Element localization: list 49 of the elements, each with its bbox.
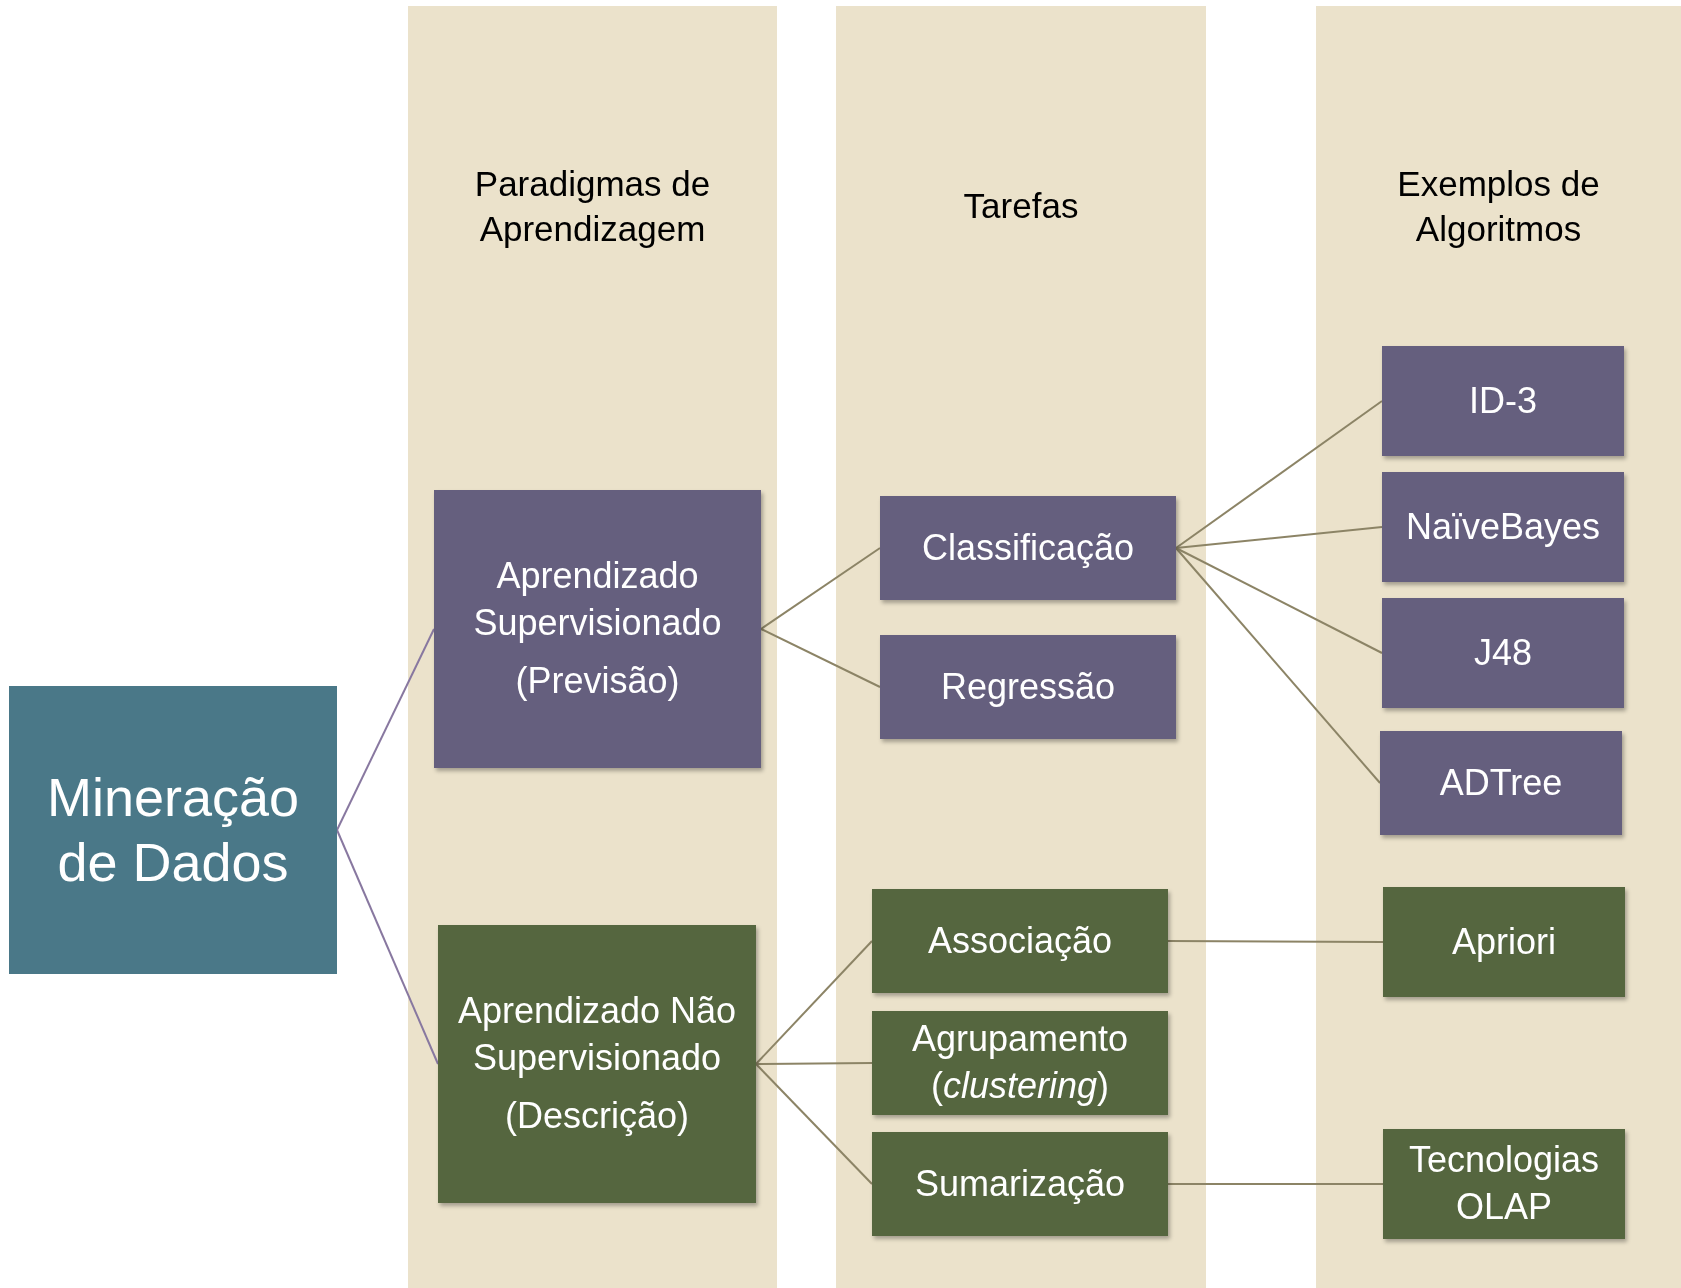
connector-line: [760, 628, 881, 688]
box-label: Associação: [927, 918, 1113, 963]
column-band: [1316, 6, 1681, 1288]
category-box: [1382, 472, 1624, 582]
category-box: [880, 635, 1176, 739]
category-box: [9, 686, 337, 974]
category-box: [438, 925, 756, 1203]
connector-line: [755, 940, 873, 1065]
box-label: Classificação: [921, 525, 1135, 570]
column-band: [408, 6, 777, 1288]
box-label: Regressão: [940, 664, 1116, 709]
category-box: [872, 1011, 1168, 1115]
category-box: [1383, 887, 1625, 997]
column-heading: Paradigmas de Aprendizagem: [473, 162, 712, 250]
connector-line: [755, 1062, 873, 1065]
box-label: Mineração de Dados: [45, 766, 301, 894]
box-label: (Descrição): [505, 1094, 689, 1139]
connector-line: [1175, 526, 1383, 549]
box-label: Tecnologias OLAP: [1407, 1138, 1601, 1229]
box-label: Agrupamento (clustering): [910, 1017, 1130, 1108]
category-box: [872, 1132, 1168, 1236]
box-label: Apriori: [1452, 919, 1556, 964]
category-box: [880, 496, 1176, 600]
category-box: [1382, 598, 1624, 708]
connector-line: [336, 628, 435, 831]
box-label: (Previsão): [515, 659, 680, 704]
box-label: J48: [1473, 630, 1532, 675]
connector-line: [1167, 940, 1384, 943]
box-label: ID-3: [1469, 378, 1537, 423]
connector-line: [755, 1063, 873, 1185]
box-label: ADTree: [1439, 760, 1563, 805]
category-box: [1380, 731, 1622, 835]
box-label: Aprendizado Não Supervisionado: [456, 988, 738, 1080]
connector-line: [1175, 547, 1383, 654]
connector-line: [1167, 1183, 1384, 1185]
category-box: [1383, 1129, 1625, 1239]
column-band: [836, 6, 1206, 1288]
column-heading: Exemplos de Algoritmos: [1396, 162, 1601, 250]
category-box: [872, 889, 1168, 993]
connector-line: [760, 547, 881, 630]
connector-line: [336, 829, 439, 1065]
box-label: Aprendizado Supervisionado: [472, 553, 723, 645]
connector-line: [1175, 400, 1383, 549]
category-box: [434, 490, 761, 768]
category-box: [1382, 346, 1624, 456]
box-label: NaïveBayes: [1405, 504, 1601, 549]
box-label: Sumarização: [914, 1161, 1126, 1206]
connector-line: [1175, 547, 1381, 784]
column-heading: Tarefas: [962, 185, 1080, 228]
